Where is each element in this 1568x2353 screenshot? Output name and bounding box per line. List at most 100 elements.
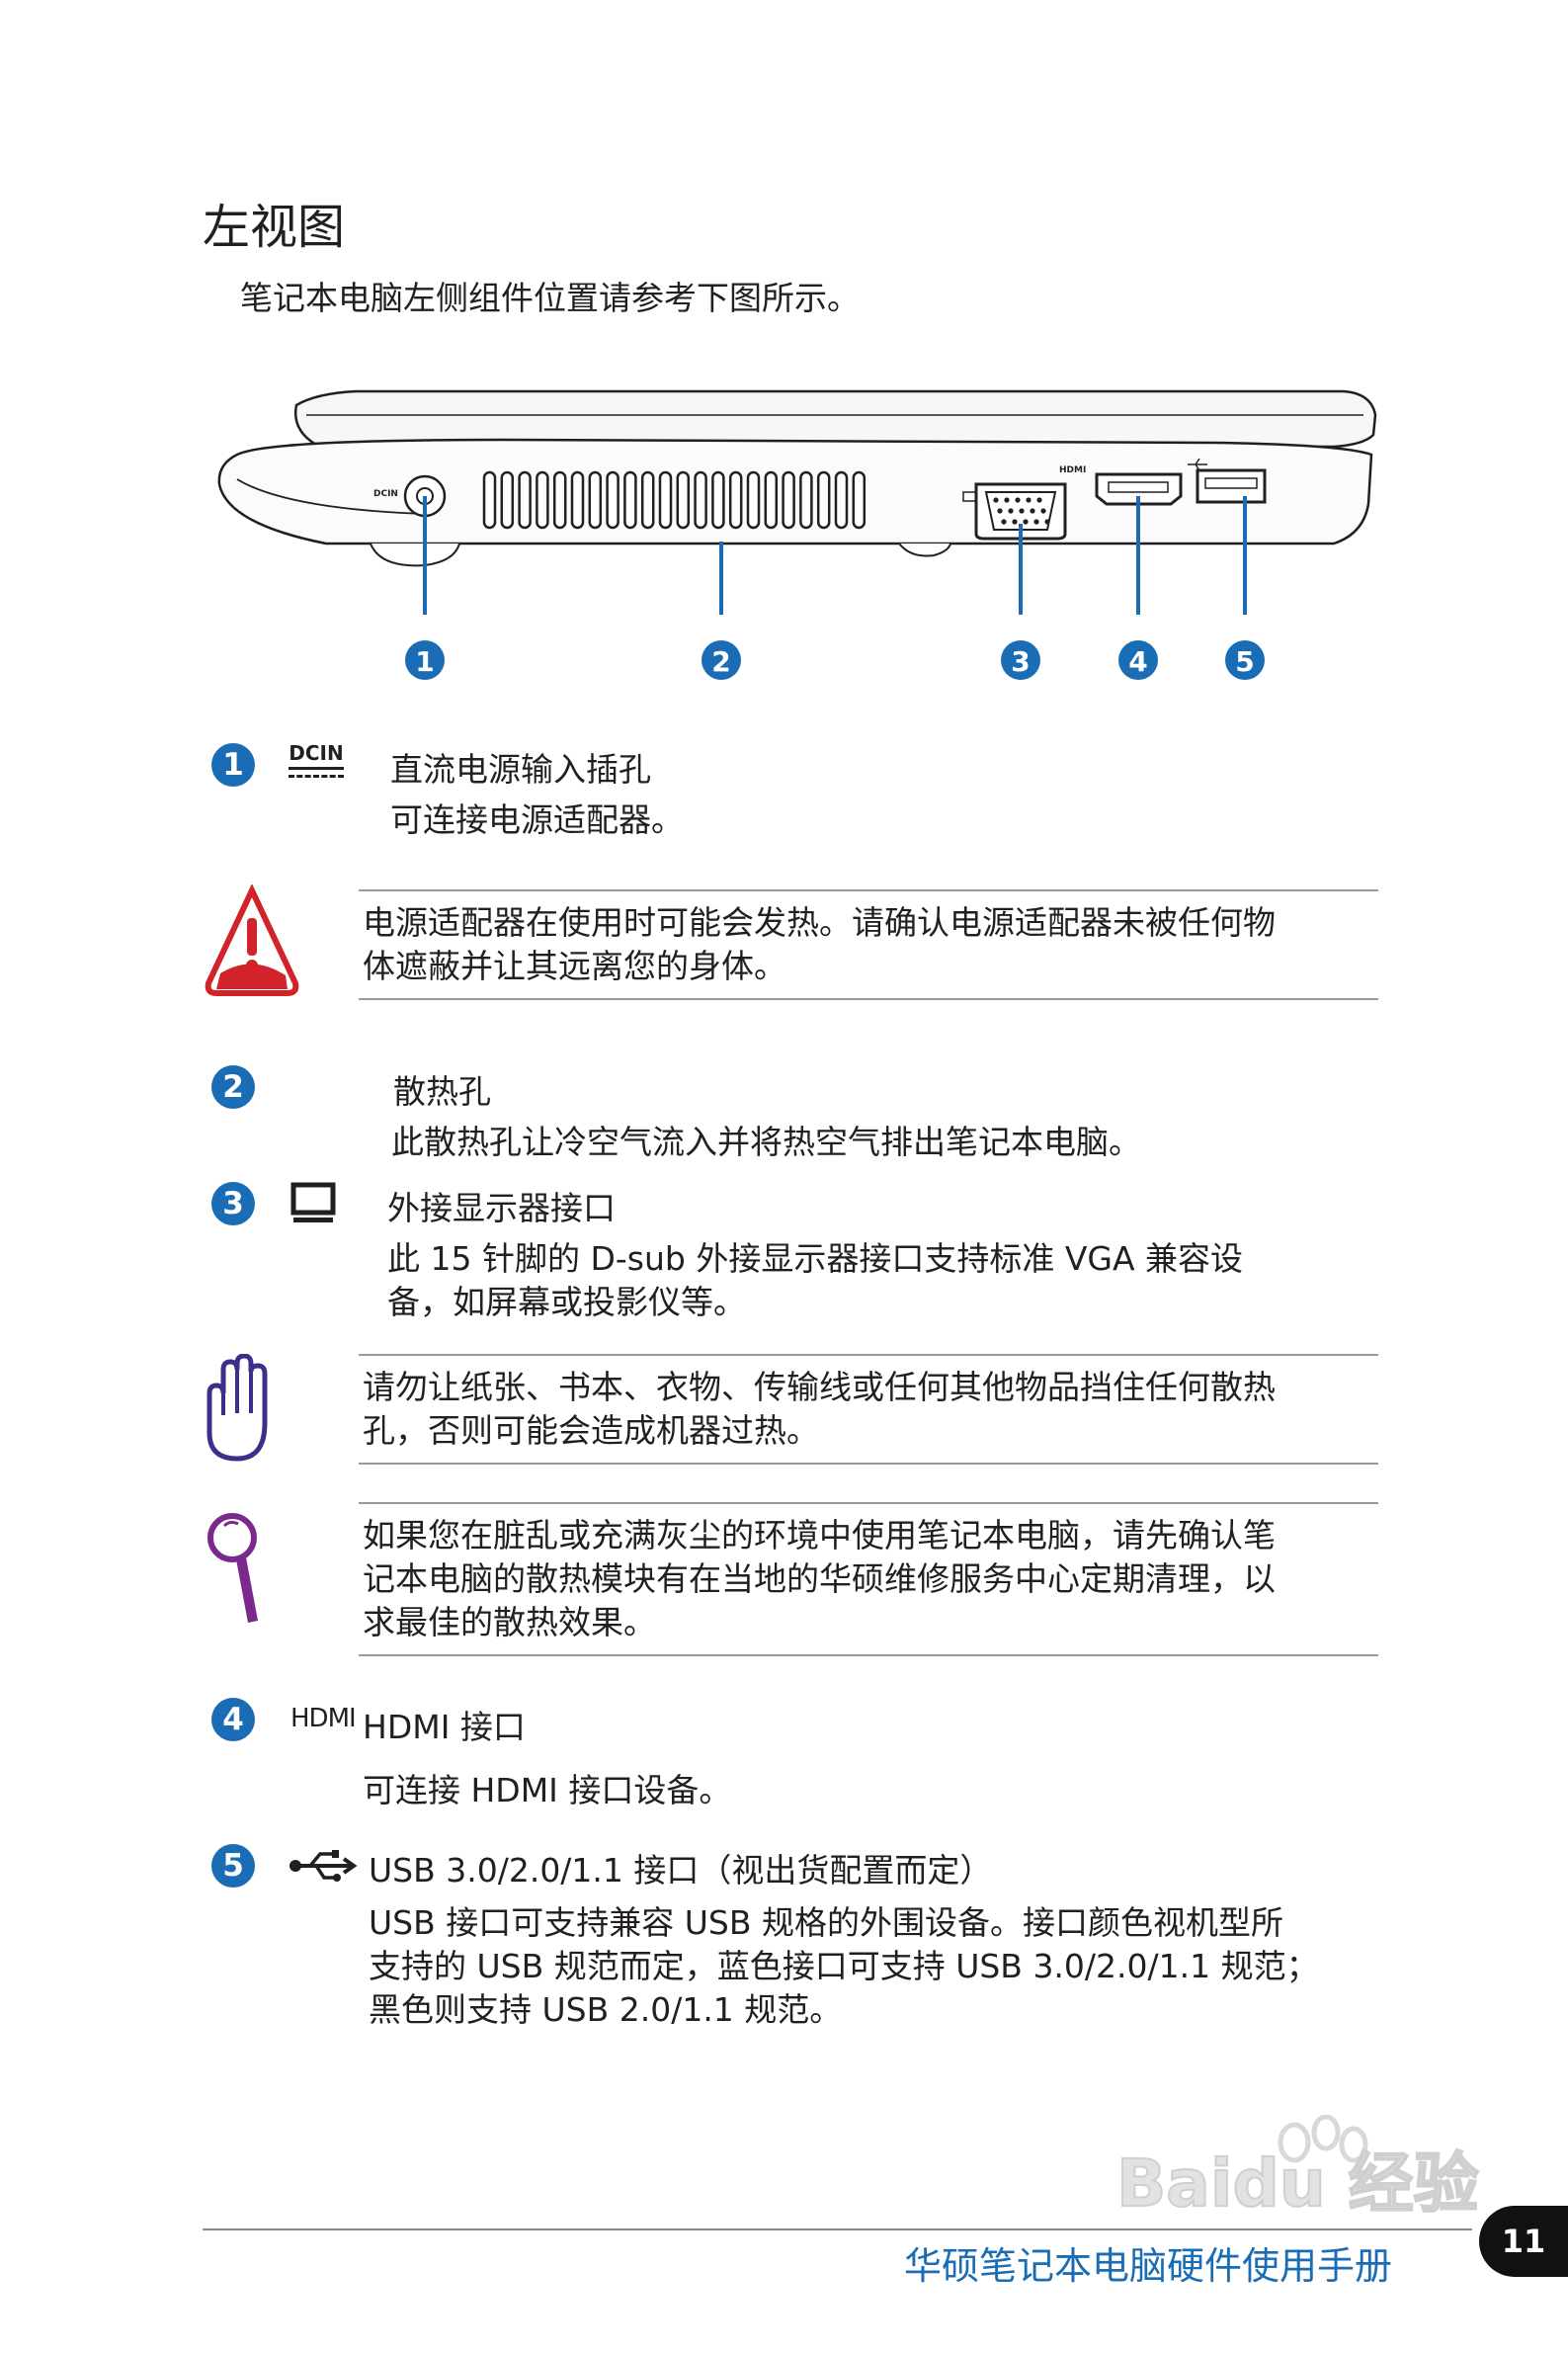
- vent-slot: [728, 470, 743, 530]
- vent-slot: [482, 470, 497, 530]
- item-description-3: 此 15 针脚的 D-sub 外接显示器接口支持标准 VGA 兼容设 备，如屏幕…: [387, 1237, 1243, 1324]
- item-description-4: 可连接 HDMI 接口设备。: [363, 1771, 732, 1809]
- magnifier-icon: [203, 1512, 272, 1635]
- svg-text:5: 5: [1235, 645, 1254, 678]
- item-heading-2: 散热孔: [393, 1072, 491, 1111]
- vga-pin: [993, 497, 999, 503]
- item-number-5: 5: [211, 1844, 255, 1888]
- vent-slot: [694, 470, 707, 530]
- vga-pins: [993, 497, 1050, 525]
- watermark-text: Baidu 经验: [1116, 2145, 1479, 2222]
- callout-badge-3: 3: [1001, 640, 1040, 680]
- callout-badge-5: 5: [1225, 640, 1265, 680]
- vga-pin: [1044, 519, 1050, 525]
- vent-slot: [588, 470, 603, 530]
- lid-outline: [293, 389, 1377, 449]
- tip-note-line-1: 如果您在脏乱或充满灰尘的环境中使用笔记本电脑，请先确认笔: [363, 1516, 1276, 1555]
- vent-slot: [536, 470, 549, 530]
- vent-slot: [782, 470, 795, 530]
- base-curve: [236, 478, 426, 515]
- item-number-4: 4: [211, 1698, 255, 1741]
- front-foot: [370, 543, 460, 567]
- vga-pin: [1001, 519, 1007, 525]
- vent-slot: [570, 470, 585, 530]
- vga-pin: [1036, 497, 1042, 503]
- item-heading-4: HDMI 接口: [363, 1708, 526, 1746]
- usb-icon: [289, 1846, 358, 1890]
- air-vents: [482, 470, 867, 530]
- dcin-icon: DCIN: [289, 743, 344, 778]
- page-intro: 笔记本电脑左侧组件位置请参考下图所示。: [240, 279, 860, 317]
- item-heading-1: 直流电源输入插孔: [390, 750, 651, 789]
- vga-pin: [1033, 519, 1039, 525]
- item-number-1: 1: [211, 743, 255, 787]
- svg-text:3: 3: [1011, 645, 1030, 678]
- footer-divider: [203, 2228, 1472, 2230]
- item-heading-3: 外接显示器接口: [387, 1189, 616, 1227]
- item-description-3-line-2: 备，如屏幕或投影仪等。: [387, 1283, 746, 1321]
- laptop-left-side-diagram: DCIN HDMI 1 2 3 4 5: [207, 385, 1393, 696]
- page-number: 11: [1479, 2206, 1568, 2277]
- vga-pin: [997, 508, 1003, 514]
- hdmi-icon-label: HDMI: [290, 1704, 357, 1733]
- tip-note: 如果您在脏乱或充满灰尘的环境中使用笔记本电脑，请先确认笔 记本电脑的散热模块有在…: [359, 1502, 1378, 1656]
- vent-slot: [552, 470, 567, 530]
- vga-pin: [1008, 508, 1014, 514]
- item-description-2: 此散热孔让冷空气流入并将热空气排出笔记本电脑。: [391, 1123, 1141, 1161]
- page-title: 左视图: [203, 200, 346, 255]
- vent-slot: [711, 470, 725, 530]
- item-description-1: 可连接电源适配器。: [390, 800, 684, 839]
- svg-text:1: 1: [415, 645, 434, 678]
- vga-pin: [1019, 508, 1025, 514]
- vent-slot: [764, 470, 779, 530]
- svg-text:2: 2: [711, 645, 730, 678]
- usb-port-inner: [1204, 477, 1258, 489]
- vga-pin: [1012, 519, 1018, 525]
- item-description-3-line-1: 此 15 针脚的 D-sub 外接显示器接口支持标准 VGA 兼容设: [387, 1239, 1244, 1278]
- vent-slot: [746, 470, 761, 530]
- vent-slot: [606, 470, 619, 530]
- dcin-label: DCIN: [373, 489, 398, 499]
- caution-hand-icon: [198, 1353, 277, 1469]
- vent-slot: [500, 470, 515, 530]
- item-description-5-line-3: 黑色则支持 USB 2.0/1.1 规范。: [369, 1990, 843, 2029]
- vent-slot: [852, 470, 867, 530]
- item-number-3: 3: [211, 1182, 255, 1225]
- vga-pin: [1023, 519, 1029, 525]
- item-description-5-line-1: USB 接口可支持兼容 USB 规格的外围设备。接口颜色视机型所: [369, 1903, 1283, 1942]
- vent-slot: [834, 470, 849, 530]
- vga-pin: [1015, 497, 1021, 503]
- callout-badge-4: 4: [1118, 640, 1158, 680]
- warning-note-line-1: 电源适配器在使用时可能会发热。请确认电源适配器未被任何物: [363, 903, 1276, 942]
- vga-pin: [1026, 497, 1032, 503]
- caution-note-line-1: 请勿让纸张、书本、衣物、传输线或任何其他物品挡住任何散热: [363, 1368, 1276, 1406]
- vent-slot: [658, 470, 673, 530]
- warning-note: 电源适配器在使用时可能会发热。请确认电源适配器未被任何物 体遮蔽并让其远离您的身…: [359, 889, 1378, 1000]
- laptop-illustration: DCIN HDMI 1 2 3 4 5: [217, 389, 1377, 680]
- footer-manual-title: 华硕笔记本电脑硬件使用手册: [904, 2244, 1393, 2288]
- tip-note-line-3: 求最佳的散热效果。: [363, 1603, 656, 1641]
- vent-slot: [518, 470, 532, 530]
- monitor-icon: [290, 1182, 336, 1229]
- callout-badge-1: 1: [405, 640, 445, 680]
- caution-note: 请勿让纸张、书本、衣物、传输线或任何其他物品挡住任何散热 孔，否则可能会造成机器…: [359, 1354, 1378, 1465]
- vent-slot: [816, 470, 831, 530]
- vent-slot: [623, 470, 637, 530]
- rear-foot: [898, 543, 951, 557]
- hdmi-port-inner: [1108, 481, 1169, 493]
- item-heading-5: USB 3.0/2.0/1.1 接口（视出货配置而定）: [369, 1851, 993, 1890]
- vga-pin: [1030, 508, 1035, 514]
- vent-slot: [640, 470, 655, 530]
- warning-note-line-2: 体遮蔽并让其远离您的身体。: [363, 947, 786, 985]
- svg-text:4: 4: [1128, 645, 1147, 678]
- vga-pin: [1004, 497, 1010, 503]
- warning-icon: [203, 882, 301, 1007]
- caution-note-line-2: 孔，否则可能会造成机器过热。: [363, 1411, 819, 1450]
- baidu-watermark: Baidu 经验: [1107, 2114, 1482, 2227]
- tip-note-line-2: 记本电脑的散热模块有在当地的华硕维修服务中心定期清理，以: [363, 1559, 1276, 1598]
- item-number-2: 2: [211, 1065, 255, 1109]
- hdmi-label: HDMI: [1059, 465, 1086, 475]
- vga-pin: [1040, 508, 1046, 514]
- callout-badge-2: 2: [701, 640, 741, 680]
- item-description-5: USB 接口可支持兼容 USB 规格的外围设备。接口颜色视机型所 支持的 USB…: [369, 1901, 1319, 2032]
